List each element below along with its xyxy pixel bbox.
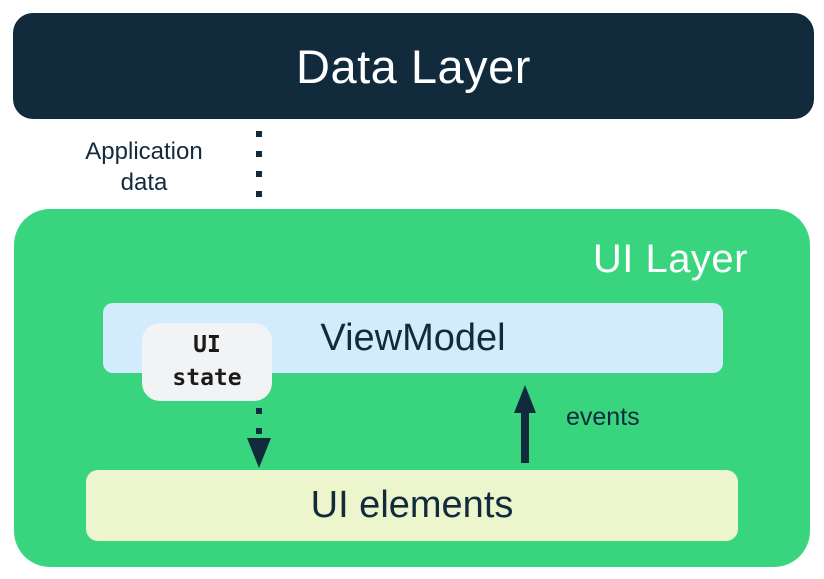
ui-layer-box: UI Layer ViewModel UI state events UI el… <box>14 209 810 567</box>
ui-state-badge-line2: state <box>172 365 242 391</box>
viewmodel-label: ViewModel <box>320 316 506 359</box>
application-data-label-line1: Application <box>85 138 203 165</box>
ui-state-badge-line1: UI <box>193 332 221 358</box>
down-arrowhead-icon <box>247 438 271 468</box>
ui-elements-label: UI elements <box>310 484 514 526</box>
ui-state-arrow-line <box>256 408 262 448</box>
events-label: events <box>566 403 640 431</box>
application-data-label-line2: data <box>120 169 168 196</box>
events-arrow-line <box>521 408 529 463</box>
ui-state-badge: UI state <box>142 323 272 401</box>
ui-elements-box: UI elements <box>86 470 738 541</box>
data-layer-box: Data Layer <box>13 13 814 119</box>
up-arrowhead-icon <box>514 385 536 413</box>
data-layer-label: Data Layer <box>296 39 531 93</box>
application-data-arrow-line <box>256 131 262 271</box>
application-data-label: Application data <box>45 136 243 198</box>
ui-layer-label: UI Layer <box>592 237 748 281</box>
